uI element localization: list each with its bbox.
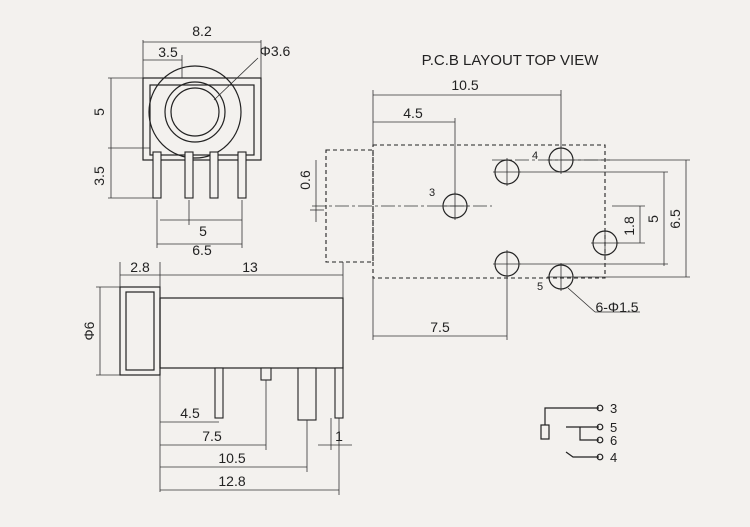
schematic-terminal-3 xyxy=(596,404,604,412)
jack-outer-ring xyxy=(148,65,242,159)
front-pin-3 xyxy=(209,151,219,199)
dim-pcb-right-large: 6.5 xyxy=(667,209,683,229)
dim-front-pin-span-inner: 5 xyxy=(199,223,207,239)
schematic-wire-6 xyxy=(579,427,599,441)
dim-side-length: 13 xyxy=(242,259,258,275)
side-body xyxy=(159,297,344,369)
pcb-title: P.C.B LAYOUT TOP VIEW xyxy=(422,52,600,69)
side-view: 2.8 13 Φ6 4.5 7.5 10.5 12.8 1 xyxy=(81,259,352,495)
schematic-wire-3 xyxy=(544,407,599,425)
dim-front-height-upper: 5 xyxy=(91,108,107,116)
dim-side-p3: 10.5 xyxy=(218,450,245,466)
pcb-pin-label-4: 4 xyxy=(532,150,538,162)
dim-side-p4: 12.8 xyxy=(218,473,245,489)
side-pin-1 xyxy=(214,367,224,419)
front-view: 8.2 3.5 Φ3.6 5 3.5 5 6.5 xyxy=(91,23,291,258)
dim-front-height-lower: 3.5 xyxy=(91,166,107,186)
dim-front-width: 8.2 xyxy=(192,23,212,39)
dim-pcb-top-width: 10.5 xyxy=(451,77,478,93)
front-pin-4 xyxy=(237,151,247,199)
pcb-pin-label-3: 3 xyxy=(429,187,435,199)
schematic-terminal-5 xyxy=(596,423,604,431)
schematic-label-5: 5 xyxy=(610,420,617,435)
dim-pcb-bottom-width: 7.5 xyxy=(430,319,450,335)
pcb-outline-body xyxy=(372,144,606,279)
schematic-terminal-6 xyxy=(596,436,604,444)
front-body-outline xyxy=(142,77,262,161)
side-pin-stub xyxy=(260,367,272,381)
schematic-wire-4 xyxy=(565,451,599,458)
front-pin-2 xyxy=(184,151,194,199)
schematic-label-3: 3 xyxy=(610,401,617,416)
dim-pcb-left-offset: 0.6 xyxy=(297,170,313,190)
dim-pcb-top-offset: 4.5 xyxy=(403,105,423,121)
dim-pcb-holes: 6-Φ1.5 xyxy=(595,299,638,315)
dim-front-hole: Φ3.6 xyxy=(260,43,291,59)
dim-side-diameter: Φ6 xyxy=(81,321,97,340)
dim-side-p1: 4.5 xyxy=(180,405,200,421)
dim-pcb-right-small: 1.8 xyxy=(621,216,637,236)
front-pin-1 xyxy=(152,151,162,199)
dim-side-pin-width: 1 xyxy=(335,428,343,444)
side-nose-inner xyxy=(125,291,155,371)
schematic: 3 5 6 4 xyxy=(540,401,617,465)
schematic-label-6: 6 xyxy=(610,433,617,448)
dim-side-nose: 2.8 xyxy=(130,259,150,275)
side-pin-3 xyxy=(334,367,344,419)
pcb-layout: P.C.B LAYOUT TOP VIEW 3 4 5 10.5 xyxy=(297,52,690,340)
schematic-terminal-4 xyxy=(596,453,604,461)
jack-bore xyxy=(164,81,226,143)
pcb-pin-label-5: 5 xyxy=(537,281,543,293)
schematic-label-4: 4 xyxy=(610,450,617,465)
side-pin-2 xyxy=(297,367,317,421)
jack-bore-inner xyxy=(170,87,220,137)
dim-pcb-right-mid: 5 xyxy=(645,215,661,223)
dim-side-p2: 7.5 xyxy=(202,428,222,444)
dim-front-pin-span-outer: 6.5 xyxy=(192,242,212,258)
dim-front-offset: 3.5 xyxy=(158,44,178,60)
schematic-sleeve xyxy=(540,424,550,440)
